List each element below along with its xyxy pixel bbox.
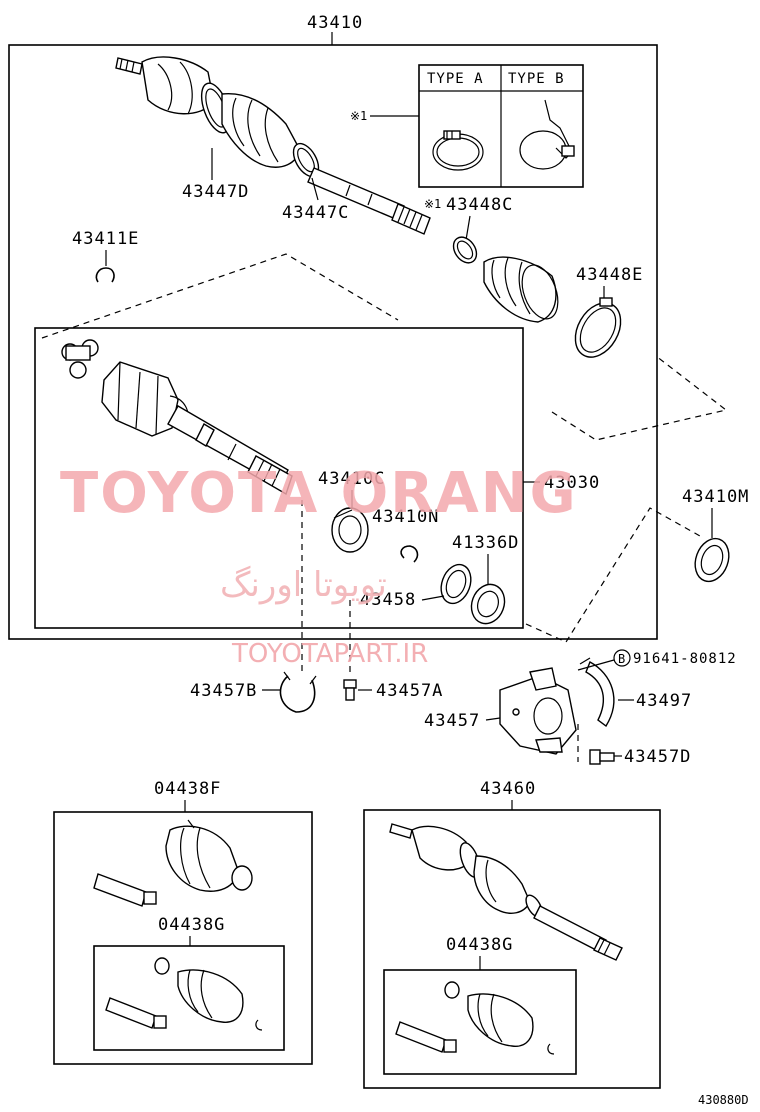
grease-tube-left-2-icon bbox=[105, 997, 167, 1029]
bolt-symbol: B bbox=[618, 652, 625, 666]
inner-boot-icon bbox=[483, 256, 559, 323]
kit-frame-04438G-right bbox=[383, 969, 577, 1075]
label-43457A: 43457A bbox=[376, 681, 443, 701]
driveshaft-43460-icon bbox=[389, 823, 623, 961]
watermark-site: TOYOTAPART.IR bbox=[231, 639, 428, 669]
boot-kit-04438F-icon bbox=[165, 819, 253, 892]
leader-43458 bbox=[421, 595, 445, 601]
kit-frame-04438F bbox=[53, 811, 313, 1065]
label-43448C: 43448C bbox=[446, 195, 513, 215]
watermark-farsi: تویوتا اورنگ bbox=[220, 565, 387, 605]
note-mark: ※1 bbox=[350, 109, 367, 123]
label-43030: 43030 bbox=[544, 473, 600, 493]
seal-43410M-icon bbox=[694, 537, 730, 583]
bearing-43410C-icon bbox=[331, 507, 369, 553]
boot-kit-04438G-left-icon bbox=[154, 957, 263, 1031]
watermark-brand: TOYOTA ORANG bbox=[60, 461, 578, 526]
dashed-projection-right bbox=[551, 355, 728, 441]
main-frame bbox=[8, 44, 658, 640]
clamp-type-b-icon bbox=[519, 99, 575, 170]
driveshaft-top-icon bbox=[115, 56, 431, 235]
tripod-joint-icon bbox=[61, 339, 99, 379]
dashed-projection-lower bbox=[525, 507, 701, 643]
label-41336D: 41336D bbox=[452, 533, 519, 553]
bolt-43457A-icon bbox=[343, 679, 357, 701]
label-43410M: 43410M bbox=[682, 487, 749, 507]
label-43458: 43458 bbox=[360, 590, 416, 610]
clamp-43448C-icon bbox=[452, 236, 478, 264]
label-91641: 91641-80812 bbox=[633, 651, 737, 667]
snap-ring-43410N-icon bbox=[400, 545, 419, 563]
label-43410: 43410 bbox=[307, 13, 363, 33]
leader-43457 bbox=[485, 717, 501, 721]
leader-91641 bbox=[577, 659, 615, 671]
bracket-43457-icon bbox=[499, 667, 577, 755]
bracket-43497-icon bbox=[579, 657, 615, 728]
seal-43458-icon bbox=[440, 563, 472, 605]
label-43497: 43497 bbox=[636, 691, 692, 711]
label-04438G-left: 04438G bbox=[158, 915, 225, 935]
label-43457: 43457 bbox=[424, 711, 480, 731]
clamp-type-a-icon bbox=[432, 130, 484, 171]
label-43447C: 43447C bbox=[282, 203, 349, 223]
label-04438G-right: 04438G bbox=[446, 935, 513, 955]
label-43447D: 43447D bbox=[182, 182, 249, 202]
label-43410C: 43410C bbox=[318, 469, 385, 489]
label-04438F: 04438F bbox=[154, 779, 221, 799]
label-43457B: 43457B bbox=[190, 681, 257, 701]
label-43457D: 43457D bbox=[624, 747, 691, 767]
bolt-43457D-icon bbox=[589, 749, 615, 765]
bearing-41336D-icon bbox=[470, 583, 506, 625]
label-43410N: 43410N bbox=[372, 507, 439, 527]
grease-tube-right-icon bbox=[395, 1021, 457, 1053]
grease-tube-left-icon bbox=[93, 873, 157, 907]
kit-frame-43460 bbox=[363, 809, 661, 1089]
snap-ring-43411E-icon bbox=[95, 267, 115, 283]
type-table: TYPE A TYPE B bbox=[418, 64, 584, 188]
type-a-label: TYPE A bbox=[427, 71, 484, 87]
label-43448E: 43448E bbox=[576, 265, 643, 285]
inner-shaft-icon bbox=[101, 361, 293, 496]
boot-kit-04438G-right-icon bbox=[444, 981, 555, 1055]
label-43460: 43460 bbox=[480, 779, 536, 799]
note-mark-2: ※1 bbox=[424, 197, 441, 211]
leader-43447C bbox=[311, 177, 319, 201]
leader-43448C bbox=[465, 215, 471, 241]
bolt-symbol-circle bbox=[613, 649, 631, 667]
label-43411E: 43411E bbox=[72, 229, 139, 249]
kit-frame-04438G-left bbox=[93, 945, 285, 1051]
diagram-code: 430880D bbox=[698, 1093, 749, 1107]
clip-43457B-icon bbox=[279, 675, 316, 713]
clamp-43448E-icon bbox=[574, 297, 622, 358]
inner-frame-43030 bbox=[34, 327, 524, 629]
dashed-projection-upper bbox=[41, 253, 399, 339]
type-b-label: TYPE B bbox=[508, 71, 565, 87]
